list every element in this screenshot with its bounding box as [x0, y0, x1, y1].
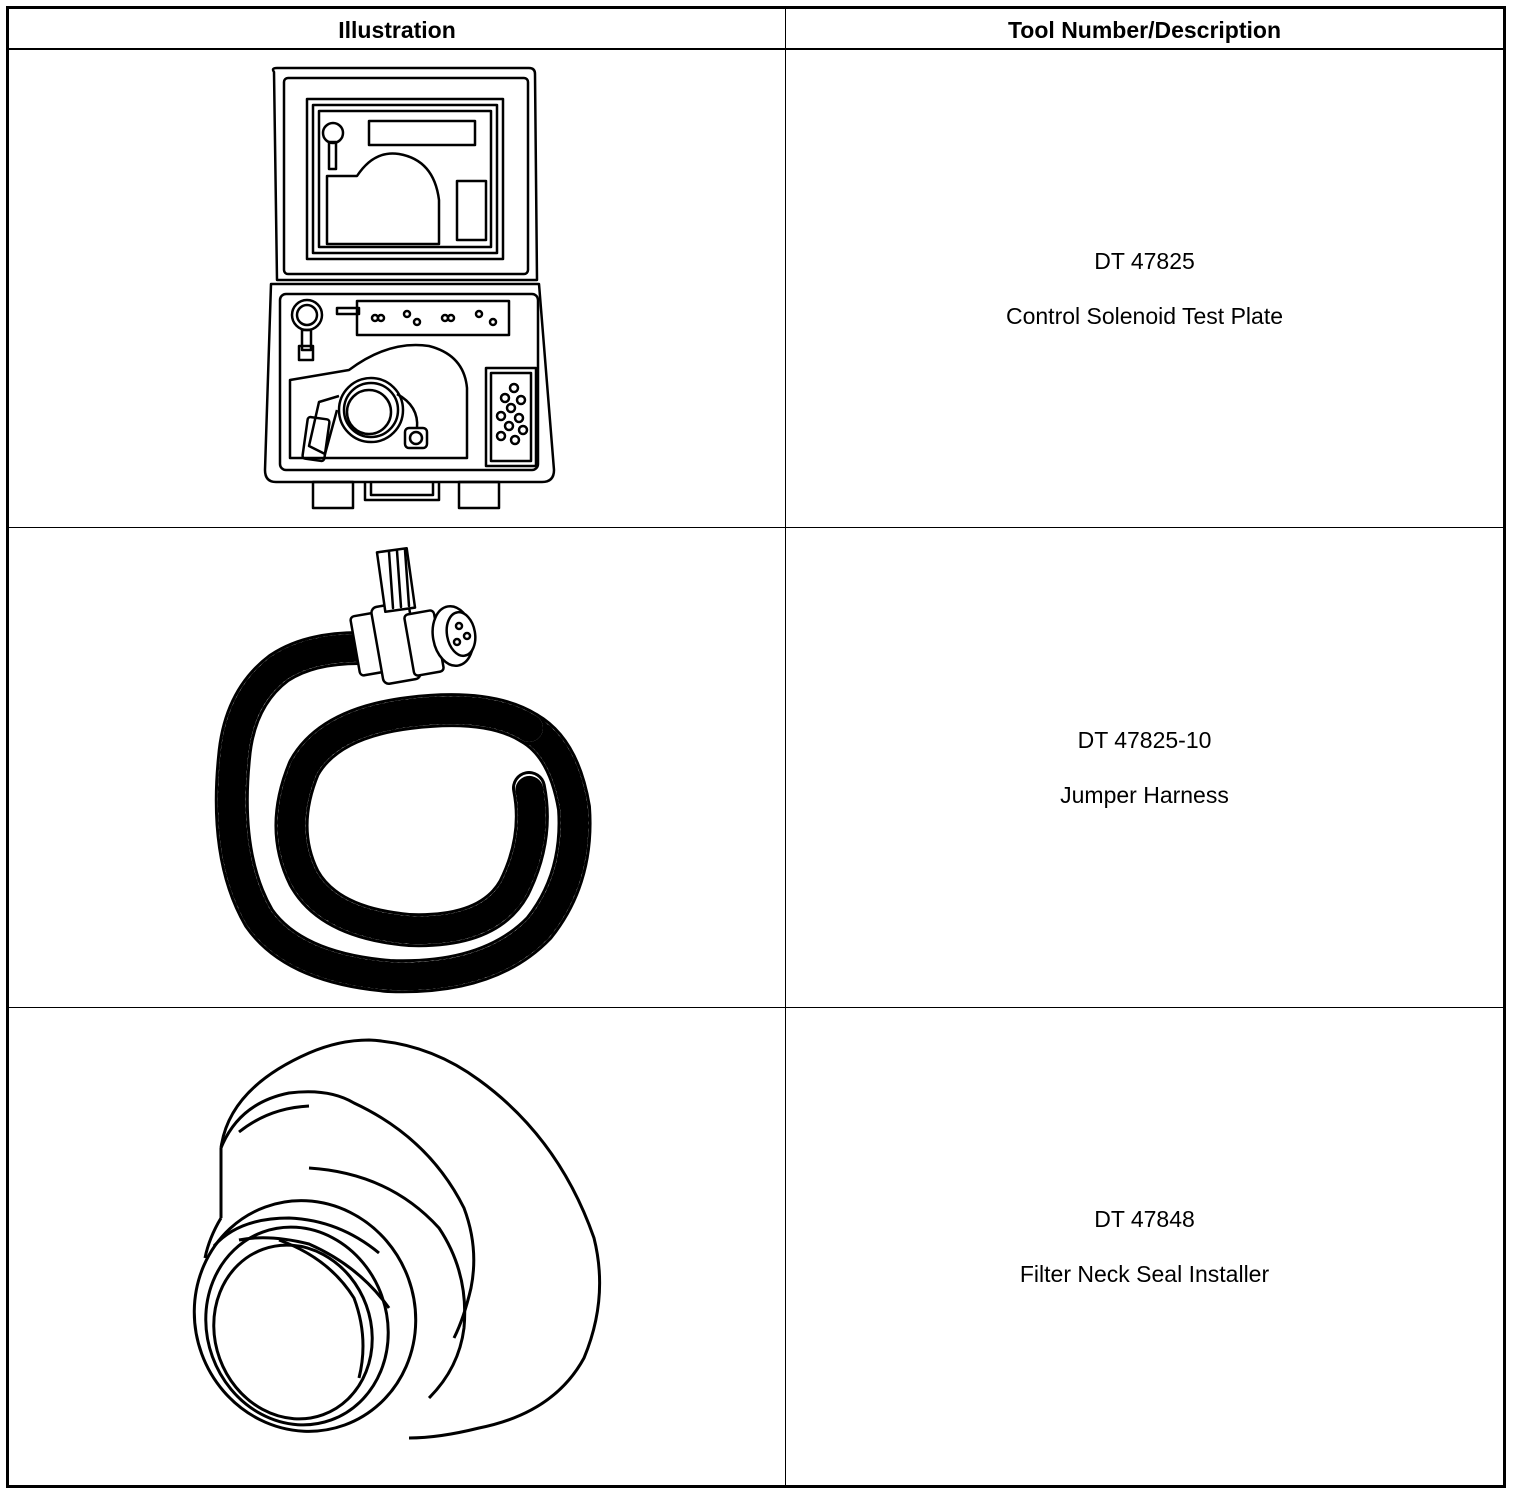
tool-number: DT 47848: [1094, 1206, 1195, 1232]
tool-description: Control Solenoid Test Plate: [1005, 303, 1284, 329]
tool-description: Jumper Harness: [1060, 782, 1229, 808]
table-row: DT 47825-10 Jumper Harness: [9, 528, 1503, 1007]
row-divider: [9, 527, 1503, 528]
row-divider: [9, 1007, 1503, 1008]
test-plate-kit-case-image: [263, 66, 556, 510]
table-row: DT 47848 Filter Neck Seal Installer: [9, 1008, 1503, 1485]
jumper-harness-image: [214, 546, 592, 994]
tool-number: DT 47825-10: [1077, 727, 1212, 753]
tool-description: Filter Neck Seal Installer: [1019, 1261, 1270, 1287]
tool-description-cell: DT 47848 Filter Neck Seal Installer: [786, 1008, 1503, 1485]
illustration-cell: [9, 528, 785, 1007]
tool-description-cell: DT 47825 Control Solenoid Test Plate: [786, 50, 1503, 527]
tool-description-cell: DT 47825-10 Jumper Harness: [786, 528, 1503, 1007]
table-row: DT 47825 Control Solenoid Test Plate: [9, 50, 1503, 527]
illustration-cell: [9, 1008, 785, 1485]
header-tool-description: Tool Number/Description: [1007, 16, 1282, 43]
tool-table: Illustration Tool Number/Description: [6, 6, 1506, 1488]
column-divider: [785, 9, 786, 1485]
tool-number: DT 47825: [1094, 248, 1195, 274]
header-illustration: Illustration: [338, 16, 456, 43]
seal-installer-image: [192, 1038, 602, 1440]
header-divider: [9, 48, 1503, 50]
illustration-cell: [9, 50, 785, 527]
